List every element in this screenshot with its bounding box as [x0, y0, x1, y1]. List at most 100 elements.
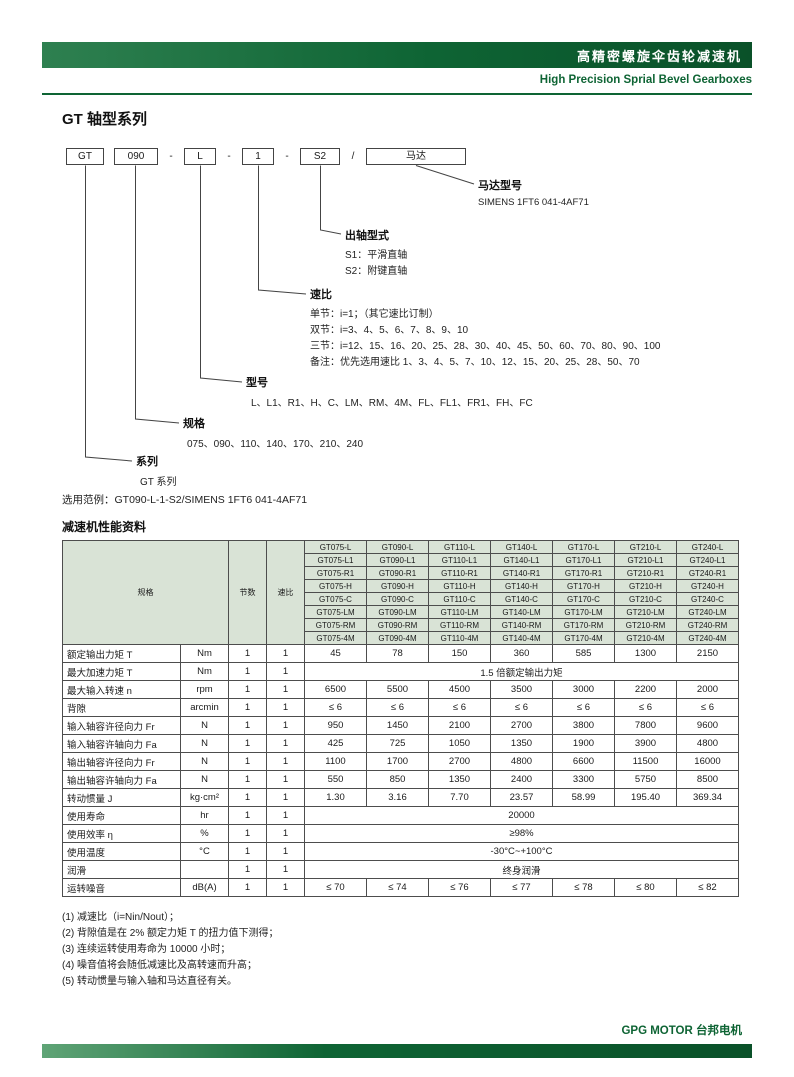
row-label-cell: 输入轴容许轴向力 Fa: [62, 734, 181, 753]
model-header-cell: GT110-RM: [428, 618, 491, 632]
row-label-cell: 输出轴容许径向力 Fr: [62, 752, 181, 771]
value-cell: 2400: [490, 770, 553, 789]
value-cell: ≤ 6: [366, 698, 429, 717]
model-header-cell: GT240-L1: [676, 553, 739, 567]
footnote: (1) 减速比（i=Nin/Nout）；: [62, 912, 179, 923]
value-cell: 3500: [490, 680, 553, 699]
model-header-cell: GT210-C: [614, 592, 677, 606]
model-header-cell: GT240-C: [676, 592, 739, 606]
row-label-cell: 使用寿命: [62, 806, 181, 825]
page-subtitle-en: High Precision Sprial Bevel Gearboxes: [539, 74, 752, 86]
value-cell: 1050: [428, 734, 491, 753]
table-title: 减速机性能资料: [62, 520, 147, 534]
sections-cell: 1: [228, 806, 267, 825]
size-connector-line: [135, 165, 180, 424]
value-cell: 3.16: [366, 788, 429, 807]
model-header-cell: GT090-H: [366, 579, 429, 593]
model-header-cell: GT075-LM: [304, 605, 367, 619]
shaft-connector-line: [320, 165, 342, 235]
ratio-cell: 1: [266, 698, 305, 717]
model-header-cell: GT090-R1: [366, 566, 429, 580]
value-cell: ≤ 82: [676, 878, 739, 897]
header-bar: 高精密螺旋伞齿轮减速机: [42, 42, 752, 68]
value-cell: 6600: [552, 752, 615, 771]
unit-cell: kg·cm²: [180, 788, 229, 807]
value-cell: 78: [366, 644, 429, 663]
unit-cell: hr: [180, 806, 229, 825]
code-dash-separator: -: [285, 151, 289, 162]
model-header-cell: GT240-H: [676, 579, 739, 593]
value-cell: 850: [366, 770, 429, 789]
model-header-cell: GT140-C: [490, 592, 553, 606]
code-shaft-box: S2: [300, 148, 340, 165]
motor-connector-line: [415, 165, 475, 185]
value-cell: 4800: [676, 734, 739, 753]
model-header-cell: GT075-L: [304, 540, 367, 554]
model-header-cell: GT170-4M: [552, 631, 615, 645]
model-header-cell: GT140-4M: [490, 631, 553, 645]
value-cell: 585: [552, 644, 615, 663]
value-cell: 3300: [552, 770, 615, 789]
footer-bar: [42, 1044, 752, 1058]
unit-cell: Nm: [180, 644, 229, 663]
series-label: 系列: [136, 456, 158, 468]
ratio-cell: 1: [266, 860, 305, 879]
value-span-cell: 终身润滑: [304, 860, 739, 879]
model-header-cell: GT210-R1: [614, 566, 677, 580]
value-cell: 58.99: [552, 788, 615, 807]
value-span-cell: ≥98%: [304, 824, 739, 843]
value-cell: 725: [366, 734, 429, 753]
ratio-cell: 1: [266, 824, 305, 843]
model-header-cell: GT110-LM: [428, 605, 491, 619]
ratio-cell: 1: [266, 644, 305, 663]
code-motor-box: 马达: [366, 148, 466, 165]
ratio-triple-stage: 三节：i=12、15、16、20、25、28、30、40、45、50、60、70…: [310, 341, 661, 352]
ratio-single-stage: 单节：i=1；（其它速比订制）: [310, 309, 439, 320]
value-cell: 2000: [676, 680, 739, 699]
value-cell: 425: [304, 734, 367, 753]
value-span-cell: 20000: [304, 806, 739, 825]
model-header-cell: GT110-L: [428, 540, 491, 554]
shaft-type-option-s1: S1：平滑直轴: [345, 250, 408, 261]
model-header-cell: GT140-RM: [490, 618, 553, 632]
value-cell: ≤ 76: [428, 878, 491, 897]
spec-corner-cell: 规格: [62, 540, 229, 645]
value-cell: 8500: [676, 770, 739, 789]
value-cell: 550: [304, 770, 367, 789]
model-header-cell: GT210-LM: [614, 605, 677, 619]
value-cell: ≤ 6: [676, 698, 739, 717]
model-header-cell: GT090-L1: [366, 553, 429, 567]
series-value: GT 系列: [140, 477, 177, 488]
sections-cell: 1: [228, 662, 267, 681]
value-cell: 1100: [304, 752, 367, 771]
value-cell: 1450: [366, 716, 429, 735]
model-header-cell: GT110-H: [428, 579, 491, 593]
sections-cell: 1: [228, 770, 267, 789]
row-label-cell: 使用温度: [62, 842, 181, 861]
footnote: (5) 转动惯量与输入轴和马达直径有关。: [62, 976, 237, 987]
type-options: L、L1、R1、H、C、LM、RM、4M、FL、FL1、FR1、FH、FC: [251, 398, 533, 409]
ratio-cell: 1: [266, 734, 305, 753]
model-header-cell: GT170-C: [552, 592, 615, 606]
row-label-cell: 最大输入转速 n: [62, 680, 181, 699]
value-cell: 195.40: [614, 788, 677, 807]
unit-cell: N: [180, 752, 229, 771]
model-header-cell: GT140-R1: [490, 566, 553, 580]
value-cell: 7.70: [428, 788, 491, 807]
sections-cell: 1: [228, 788, 267, 807]
model-header-cell: GT170-R1: [552, 566, 615, 580]
value-cell: 150: [428, 644, 491, 663]
size-options: 075、090、110、140、170、210、240: [187, 439, 364, 450]
ratio-cell: 1: [266, 806, 305, 825]
model-header-cell: GT075-R1: [304, 566, 367, 580]
model-header-cell: GT140-L: [490, 540, 553, 554]
